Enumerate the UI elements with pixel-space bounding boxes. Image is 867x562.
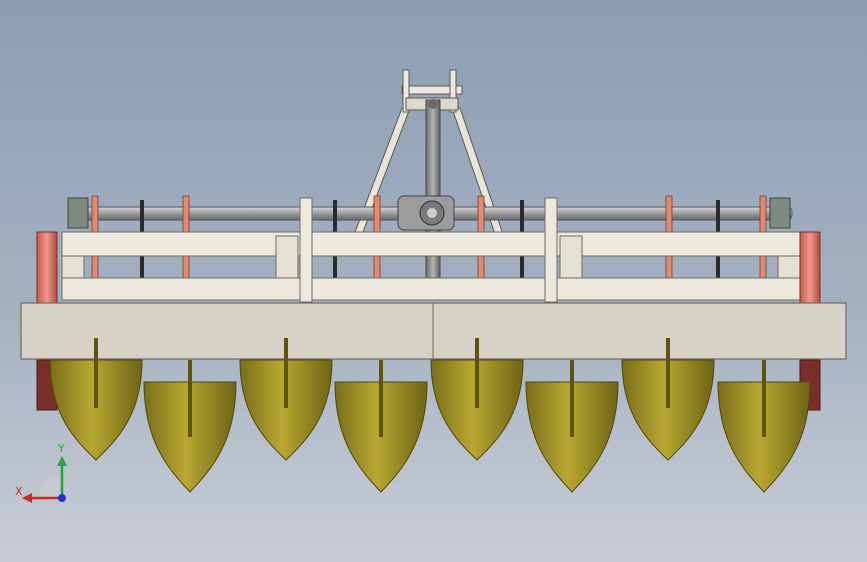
blade-stem: [379, 360, 383, 437]
y-axis-label: Y: [58, 442, 65, 455]
x-axis-label: X: [15, 485, 23, 498]
tiller-blade: [239, 359, 333, 461]
blade-stem: [475, 338, 479, 408]
rotor-cover: [20, 302, 847, 360]
left-gearbox: [67, 197, 89, 229]
blade-stem: [188, 360, 192, 437]
blade-stem: [570, 360, 574, 437]
tiller-blade: [430, 359, 524, 461]
z-axis-dot: [58, 494, 66, 502]
upper-frame: [61, 197, 801, 303]
tiller-blade: [49, 359, 143, 461]
axis-triad-icon: [22, 456, 67, 503]
blade-stem: [666, 338, 670, 408]
right-post: [544, 197, 558, 303]
tiller-blade: [621, 359, 715, 461]
blade-stem: [94, 338, 98, 408]
tilling-blades: [49, 338, 811, 493]
blade-stem: [762, 360, 766, 437]
right-gearbox: [769, 197, 791, 229]
left-post: [299, 197, 313, 303]
blade-stem: [284, 338, 288, 408]
drive-shaft: [67, 195, 793, 231]
